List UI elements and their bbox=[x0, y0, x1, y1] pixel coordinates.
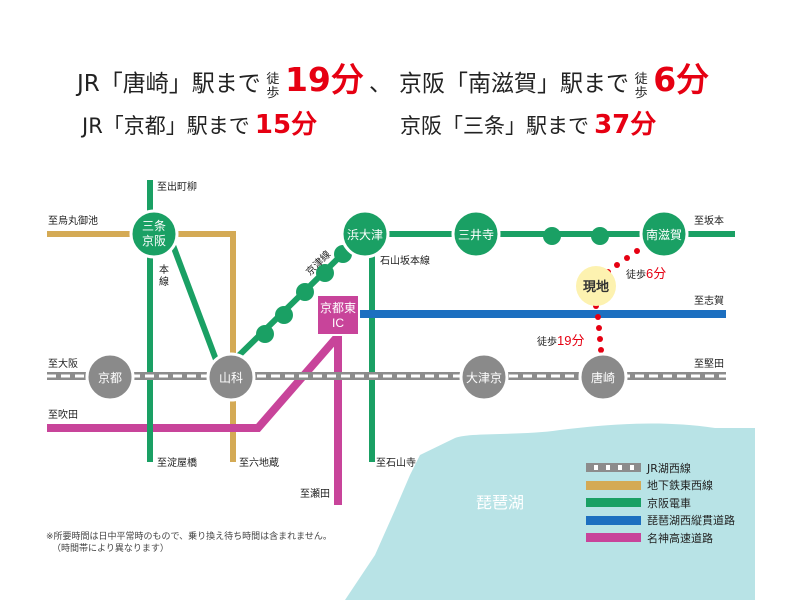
dir-rokujizo: 至六地蔵 bbox=[239, 456, 279, 469]
map-legend: JR湖西線 地下鉄東西線 京阪電車 琵琶湖西縦貫道路 名神高速道路 bbox=[586, 459, 735, 547]
header-minamishiga-time: 6分 bbox=[653, 60, 710, 99]
footnote-line-1: ※所要時間は日中平常時のもので、乗り換え待ち時間は含まれません。 bbox=[46, 532, 332, 542]
station-minamishiga: 南滋賀 bbox=[639, 209, 689, 259]
svg-text:山科: 山科 bbox=[219, 371, 243, 385]
station-karasaki: 唐崎 bbox=[578, 352, 628, 402]
dir-shiga: 至志賀 bbox=[694, 294, 724, 307]
station-kyoto: 京都 bbox=[85, 352, 135, 402]
legend-swatch-keihan bbox=[586, 498, 641, 508]
svg-text:三条: 三条 bbox=[142, 219, 166, 233]
header-karasaki-text: JR「唐崎」駅まで bbox=[77, 71, 261, 97]
header-line-1a: JR「唐崎」駅まで 徒歩 19分 、 bbox=[77, 63, 392, 101]
label-ishiyama-sakamoto: 石山坂本線 bbox=[380, 254, 430, 267]
legend-swatch-jr bbox=[586, 463, 641, 473]
legend-item-kosei-road: 琵琶湖西縦貫道路 bbox=[586, 512, 735, 530]
dir-demachiyanagi: 至出町柳 bbox=[157, 180, 197, 193]
label-honsen-2: 線 bbox=[159, 275, 169, 288]
legend-item-meishin: 名神高速道路 bbox=[586, 529, 735, 547]
dir-katata: 至堅田 bbox=[694, 358, 724, 370]
legend-swatch-meishin bbox=[586, 533, 641, 543]
dir-ishiyamadera: 至石山寺 bbox=[376, 457, 416, 469]
legend-label-keihan: 京阪電車 bbox=[647, 496, 691, 510]
svg-text:浜大津: 浜大津 bbox=[347, 228, 383, 242]
svg-text:現地: 現地 bbox=[583, 279, 609, 294]
header-minamishiga-text: 京阪「南滋賀」駅まで bbox=[399, 71, 629, 97]
lake-biwa bbox=[345, 423, 755, 600]
lake-label: 琵琶湖 bbox=[476, 494, 524, 512]
legend-label-jr: JR湖西線 bbox=[647, 461, 691, 475]
legend-item-jr: JR湖西線 bbox=[586, 459, 735, 477]
station-yamashina: 山科 bbox=[206, 352, 256, 402]
svg-text:京都東: 京都東 bbox=[320, 301, 356, 315]
walk-label-minamishiga: 徒歩6分 bbox=[626, 266, 666, 281]
svg-text:三井寺: 三井寺 bbox=[458, 228, 494, 242]
header-sanjo-time: 37分 bbox=[594, 110, 657, 140]
dir-sakamoto: 至坂本 bbox=[694, 214, 724, 227]
header-kyoto-text: JR「京都」駅まで bbox=[82, 114, 250, 138]
dir-osaka: 至大阪 bbox=[48, 357, 78, 370]
meishin-expressway bbox=[47, 333, 342, 432]
header-sanjo-text: 京阪「三条」駅まで bbox=[400, 114, 589, 138]
station-sanjo-keihan: 三条 京阪 bbox=[129, 209, 179, 259]
legend-label-meishin: 名神高速道路 bbox=[647, 531, 713, 545]
legend-label-kosei-road: 琵琶湖西縦貫道路 bbox=[647, 514, 735, 528]
dir-suita: 至吹田 bbox=[48, 408, 78, 421]
keihan-keishin-a bbox=[165, 230, 224, 375]
dir-karasumaoike: 至烏丸御池 bbox=[48, 214, 98, 227]
header-separator: 、 bbox=[368, 71, 392, 97]
station-otsukyo: 大津京 bbox=[459, 352, 509, 402]
svg-text:京阪: 京阪 bbox=[142, 234, 166, 248]
keihan-intermediate-stops bbox=[256, 227, 609, 343]
header-karasaki-time: 19分 bbox=[284, 60, 364, 99]
legend-item-keihan: 京阪電車 bbox=[586, 494, 735, 512]
svg-text:京都: 京都 bbox=[98, 371, 122, 385]
walk-vertical-label: 徒歩 bbox=[266, 71, 280, 101]
legend-item-subway: 地下鉄東西線 bbox=[586, 477, 735, 495]
station-hamaotsu: 浜大津 bbox=[340, 209, 390, 259]
svg-text:南滋賀: 南滋賀 bbox=[646, 227, 682, 242]
svg-text:唐崎: 唐崎 bbox=[591, 370, 615, 385]
header-line-2b: 京阪「三条」駅まで 37分 bbox=[400, 112, 656, 138]
svg-text:大津京: 大津京 bbox=[466, 371, 502, 385]
kyoto-higashi-ic: 京都東 IC bbox=[316, 294, 360, 336]
walk-label-karasaki: 徒歩19分 bbox=[537, 333, 584, 348]
dir-seta: 至瀬田 bbox=[300, 488, 330, 500]
station-miidera: 三井寺 bbox=[451, 209, 501, 259]
legend-swatch-kosei-road bbox=[586, 515, 641, 525]
label-honsen-1: 本 bbox=[159, 263, 169, 276]
walk-vertical-label: 徒歩 bbox=[634, 71, 648, 101]
legend-swatch-subway bbox=[586, 480, 641, 490]
dir-yodoyabashi: 至淀屋橋 bbox=[157, 456, 197, 469]
legend-label-subway: 地下鉄東西線 bbox=[647, 479, 713, 493]
header-kyoto-time: 15分 bbox=[254, 110, 318, 140]
header-line-1b: 京阪「南滋賀」駅まで 徒歩 6分 bbox=[399, 63, 709, 101]
header-line-2a: JR「京都」駅まで 15分 bbox=[82, 112, 317, 138]
footnote: ※所要時間は日中平常時のもので、乗り換え待ち時間は含まれません。 （時間帯により… bbox=[46, 532, 332, 555]
current-location-marker: 現地 bbox=[576, 266, 616, 306]
svg-text:IC: IC bbox=[332, 316, 344, 330]
footnote-line-2: （時間帯により異なります） bbox=[52, 543, 169, 554]
